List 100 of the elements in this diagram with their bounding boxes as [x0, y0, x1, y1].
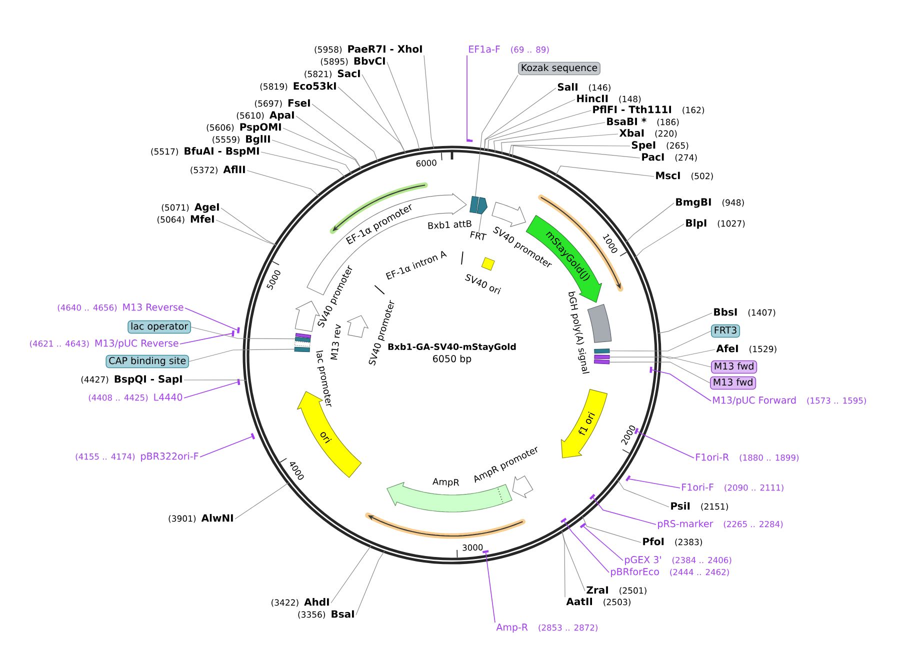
callout-box: Kozak sequence	[518, 62, 600, 76]
feature-label: AmpR	[432, 478, 460, 488]
enzyme-label: PfoI (2383)	[643, 538, 702, 546]
primer-mark	[626, 475, 631, 482]
leader-line	[484, 88, 556, 151]
feature-label: SV40 ori	[465, 274, 502, 294]
feature-marker	[594, 359, 610, 364]
leader-line	[200, 436, 252, 458]
leader-line	[184, 308, 238, 331]
leader-line	[508, 144, 630, 156]
leader-line	[234, 482, 289, 520]
primer-mark	[560, 518, 567, 523]
size-label: 6050 bp	[433, 354, 472, 364]
leader-line	[296, 116, 362, 169]
feature-marker	[294, 336, 311, 342]
enzyme-label: (5821) SacI	[304, 70, 360, 78]
enzyme-label: AfeI (1529)	[716, 344, 776, 354]
primer-mark	[466, 139, 473, 142]
leader-line	[582, 516, 642, 543]
callout-box: CAP binding site	[106, 354, 189, 368]
enzyme-label: (5819) Eco53kI	[260, 82, 336, 91]
primer-label: F1ori-R (1880 .. 1899)	[696, 453, 799, 462]
primer-mark	[580, 522, 586, 528]
feature-marker	[594, 348, 610, 354]
feature-block	[587, 304, 612, 343]
leader-line	[330, 546, 372, 604]
leader-line	[184, 382, 238, 398]
leader-line	[609, 330, 712, 352]
primer-label: EF1a-F (69 .. 89)	[469, 46, 549, 54]
leader-line	[659, 349, 716, 360]
primer-mark	[237, 378, 240, 386]
feature-label: EF-1α intron A	[386, 251, 447, 280]
leader-line	[246, 170, 320, 197]
leader-line	[609, 356, 712, 368]
leader-line	[188, 348, 295, 362]
leader-line	[583, 526, 624, 561]
feature-marker	[294, 346, 310, 352]
primer-label: M13/pUC Forward (1573 .. 1595)	[713, 396, 866, 406]
feature-label: M13 rev	[330, 324, 341, 360]
leader-line	[272, 140, 352, 174]
primer-label: pRS-marker (2265 .. 2284)	[658, 520, 783, 530]
leader-line	[466, 55, 470, 140]
primer-label: pGEX 3' (2384 .. 2406)	[625, 556, 732, 566]
feature-marker	[481, 257, 495, 271]
leader-line	[564, 520, 610, 573]
enzyme-label: (5372) AflII	[190, 166, 245, 174]
scale-label: 6000	[416, 160, 436, 167]
enzyme-label: (5517) BfuAI - BspMI	[151, 147, 259, 157]
enzyme-label: XbaI (220)	[619, 129, 677, 138]
leader-line	[478, 214, 482, 232]
enzyme-label: (3356) BsaI	[298, 610, 354, 619]
feature-block	[476, 197, 488, 214]
enzyme-label: SpeI (265)	[632, 141, 688, 151]
callout-box: M13 fwd	[711, 360, 758, 374]
feature-block	[346, 315, 368, 338]
enzyme-label: (5895) BbvCI	[320, 57, 385, 66]
primer-mark	[650, 366, 652, 373]
leader-line	[628, 478, 680, 488]
leader-line	[386, 62, 420, 151]
scale-label: 5000	[266, 270, 280, 290]
feature-block	[492, 202, 526, 227]
leader-line	[634, 224, 684, 258]
leader-line	[184, 380, 247, 381]
feature-block	[512, 476, 534, 498]
enzyme-label: (5559) BglII	[212, 135, 270, 145]
enzyme-label: (3422) AhdI	[272, 598, 329, 607]
leader-line	[658, 312, 712, 334]
enzyme-label: AatII (2503)	[566, 598, 630, 606]
enzyme-label: MscI (502)	[656, 172, 713, 180]
enzyme-label: BlpI (1027)	[686, 219, 745, 229]
enzyme-label: (4427) BspQI - SapI	[81, 375, 182, 385]
enzyme-label: (5610) ApaI	[236, 111, 294, 121]
primer-mark	[634, 428, 639, 434]
feature-marker	[594, 354, 610, 360]
leader-line	[494, 122, 606, 153]
feature-marker	[294, 341, 310, 347]
primer-mark	[589, 494, 596, 500]
feature-marker	[470, 196, 479, 214]
leader-line	[260, 152, 346, 178]
leader-line	[424, 55, 434, 149]
enzyme-label: BsaBI * (186)	[607, 118, 679, 126]
primer-label: pBRforEco (2444 .. 2462)	[611, 568, 729, 578]
primer-label: (4640 .. 4656) M13 Reverse	[58, 304, 184, 312]
enzyme-label: (5071) AgeI	[162, 203, 219, 213]
primer-mark	[232, 330, 234, 337]
leader-line	[356, 550, 385, 616]
enzyme-label: (5958) PaeR7I - XhoI	[314, 45, 422, 54]
leader-line	[282, 128, 362, 169]
leader-line	[652, 369, 712, 402]
feature-marker	[295, 333, 312, 338]
leader-line	[485, 552, 496, 623]
leader-line	[220, 208, 276, 246]
primer-label: (4155 .. 4174) pBR322ori-F	[76, 452, 198, 462]
leader-line	[180, 333, 232, 344]
leader-line	[475, 74, 518, 197]
leader-line	[626, 202, 674, 242]
enzyme-label: BbsI (1407)	[714, 308, 776, 317]
leader-line	[501, 134, 618, 154]
primer-label: (4621 .. 4643) M13/pUC Reverse	[30, 340, 178, 349]
map-title: Bxb1-GA-SV40-mStayGold	[388, 343, 516, 352]
